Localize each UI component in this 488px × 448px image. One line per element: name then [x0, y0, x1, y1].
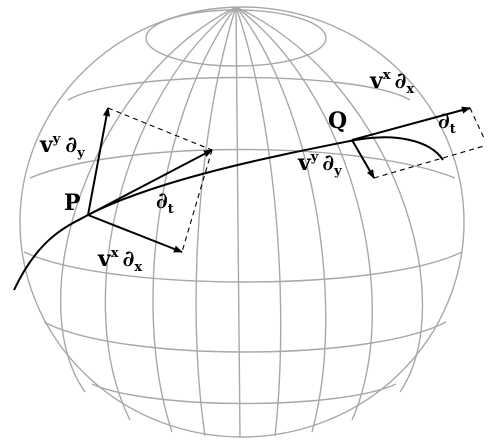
longitude-lines [59, 6, 424, 438]
q-vx-arrow [351, 106, 471, 141]
q-vx-sup: x [383, 68, 391, 83]
p-dashed-top [107, 107, 213, 151]
q-vy-dy-label: vy∂y [297, 150, 342, 179]
meridian [235, 6, 424, 393]
p-dt-partial: ∂ [156, 188, 168, 214]
q-dt-partial: ∂ [438, 108, 450, 134]
p-dx-partial: ∂ [123, 246, 135, 272]
p-dt-arrow [87, 149, 213, 216]
meridian [195, 6, 237, 437]
vectors-at-q [351, 106, 485, 179]
meridian [235, 6, 373, 421]
meridian [235, 6, 282, 437]
sphere-outline [19, 6, 465, 438]
latitude-line [29, 148, 456, 179]
point-p-label: P [64, 190, 81, 216]
q-dy-sub: y [333, 164, 342, 179]
latitude-line [91, 383, 397, 405]
p-dx-sub: x [134, 260, 142, 275]
p-dashed-right [181, 149, 213, 253]
meridian [59, 6, 237, 393]
point-q-label: Q [328, 108, 347, 134]
p-dy-sub: y [76, 146, 85, 161]
vectors-at-p [87, 107, 213, 253]
q-vx-dx-label: vx∂x [369, 68, 414, 97]
p-vy-dy-label: vy∂y [39, 132, 85, 161]
p-vx-arrow [87, 214, 183, 253]
q-dx-sub: x [406, 82, 414, 97]
q-dx-partial: ∂ [395, 68, 407, 94]
p-vx-sup: x [111, 246, 119, 261]
q-dashed-top [469, 107, 485, 139]
trajectory-curve [13, 136, 444, 291]
q-vy-v: v [297, 150, 312, 176]
q-dy-partial: ∂ [322, 150, 334, 176]
p-dt-label: ∂t [156, 188, 174, 217]
p-vx-dx-label: vx∂x [97, 246, 142, 275]
latitude-line [23, 251, 463, 283]
meridian [152, 6, 237, 433]
p-vy-v: v [39, 132, 54, 158]
q-vx-v: v [369, 68, 384, 94]
q-dt-label: ∂t [438, 108, 456, 137]
meridian [235, 6, 327, 433]
latitude-line [67, 76, 411, 101]
q-dashed-bottom [373, 145, 485, 179]
p-dt-sub: t [168, 202, 174, 217]
p-vx-v: v [97, 246, 112, 272]
p-dy-partial: ∂ [65, 132, 77, 158]
q-dt-sub: t [450, 122, 456, 137]
meridian [235, 6, 241, 438]
p-vy-sup: y [52, 132, 61, 147]
p-vy-arrow [87, 107, 111, 216]
q-vy-arrow [351, 139, 375, 179]
latitude-line [43, 321, 447, 353]
q-vy-sup: y [310, 150, 319, 165]
